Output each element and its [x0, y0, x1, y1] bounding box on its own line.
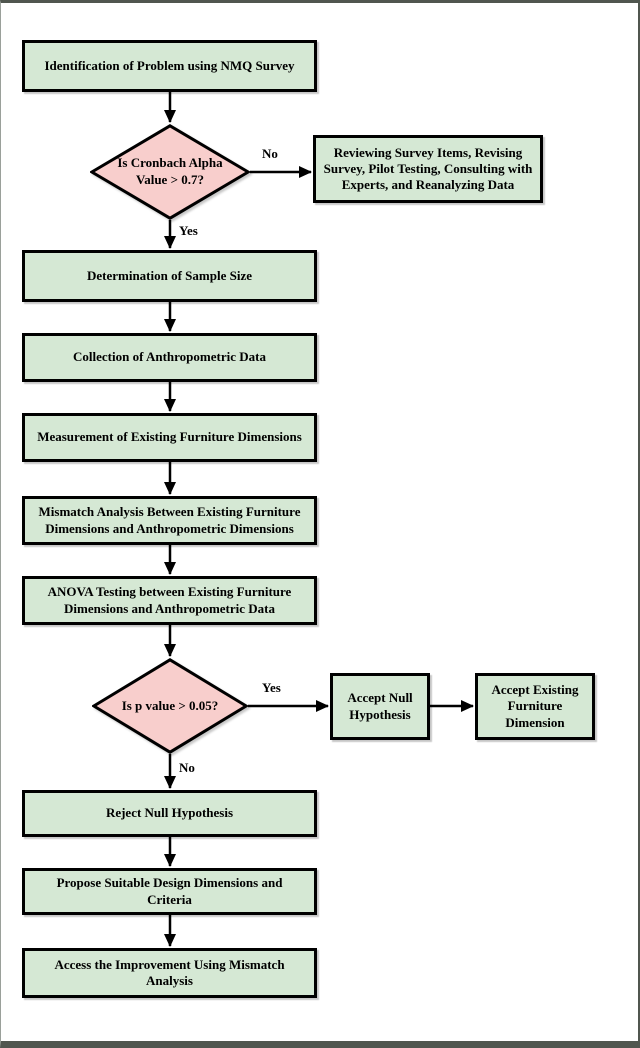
process-collection-data: Collection of Anthropometric Data — [22, 333, 317, 382]
edge-label-yes: Yes — [262, 680, 281, 695]
edge-label-no: No — [179, 760, 195, 775]
process-label: Reviewing Survey Items, Revising Survey,… — [323, 144, 533, 193]
process-reject-null: Reject Null Hypothesis — [22, 790, 317, 837]
decision-p-value: Is p value > 0.05? — [92, 658, 248, 754]
process-label: Mismatch Analysis Between Existing Furni… — [38, 504, 301, 536]
process-label: Access the Improvement Using Mismatch An… — [54, 956, 285, 988]
process-label: Accept Null Hypothesis — [347, 690, 413, 722]
process-label: Determination of Sample Size — [86, 267, 252, 283]
process-anova-testing: ANOVA Testing between Existing Furniture… — [22, 576, 317, 625]
process-accept-null: Accept Null Hypothesis — [330, 673, 430, 740]
process-measurement-furniture: Measurement of Existing Furniture Dimens… — [22, 413, 317, 462]
process-label: Measurement of Existing Furniture Dimens… — [37, 429, 302, 445]
decision-label: Is p value > 0.05? — [121, 697, 219, 713]
diamond-shape — [90, 124, 250, 220]
process-label: Accept Existing Furniture Dimension — [491, 682, 579, 730]
process-label: Identification of Problem using NMQ Surv… — [44, 57, 295, 73]
edge-label-no: No — [262, 146, 278, 161]
edge-label-yes: Yes — [179, 223, 198, 238]
process-review-survey: Reviewing Survey Items, Revising Survey,… — [313, 135, 543, 203]
diamond-shape — [92, 658, 248, 754]
process-propose-design: Propose Suitable Design Dimensions and C… — [22, 868, 317, 915]
process-label: Propose Suitable Design Dimensions and C… — [56, 875, 283, 907]
process-label: ANOVA Testing between Existing Furniture… — [47, 584, 292, 616]
process-accept-existing-furniture: Accept Existing Furniture Dimension — [475, 673, 595, 740]
decision-cronbach-alpha: Is Cronbach Alpha Value > 0.7? — [90, 124, 250, 220]
process-access-improvement: Access the Improvement Using Mismatch An… — [22, 948, 317, 998]
process-label: Collection of Anthropometric Data — [73, 349, 266, 365]
process-sample-size: Determination of Sample Size — [22, 250, 317, 302]
decision-label: Is Cronbach Alpha Value > 0.7? — [117, 155, 223, 187]
process-mismatch-analysis: Mismatch Analysis Between Existing Furni… — [22, 496, 317, 545]
process-label: Reject Null Hypothesis — [105, 805, 234, 821]
process-identification-problem: Identification of Problem using NMQ Surv… — [22, 40, 317, 92]
